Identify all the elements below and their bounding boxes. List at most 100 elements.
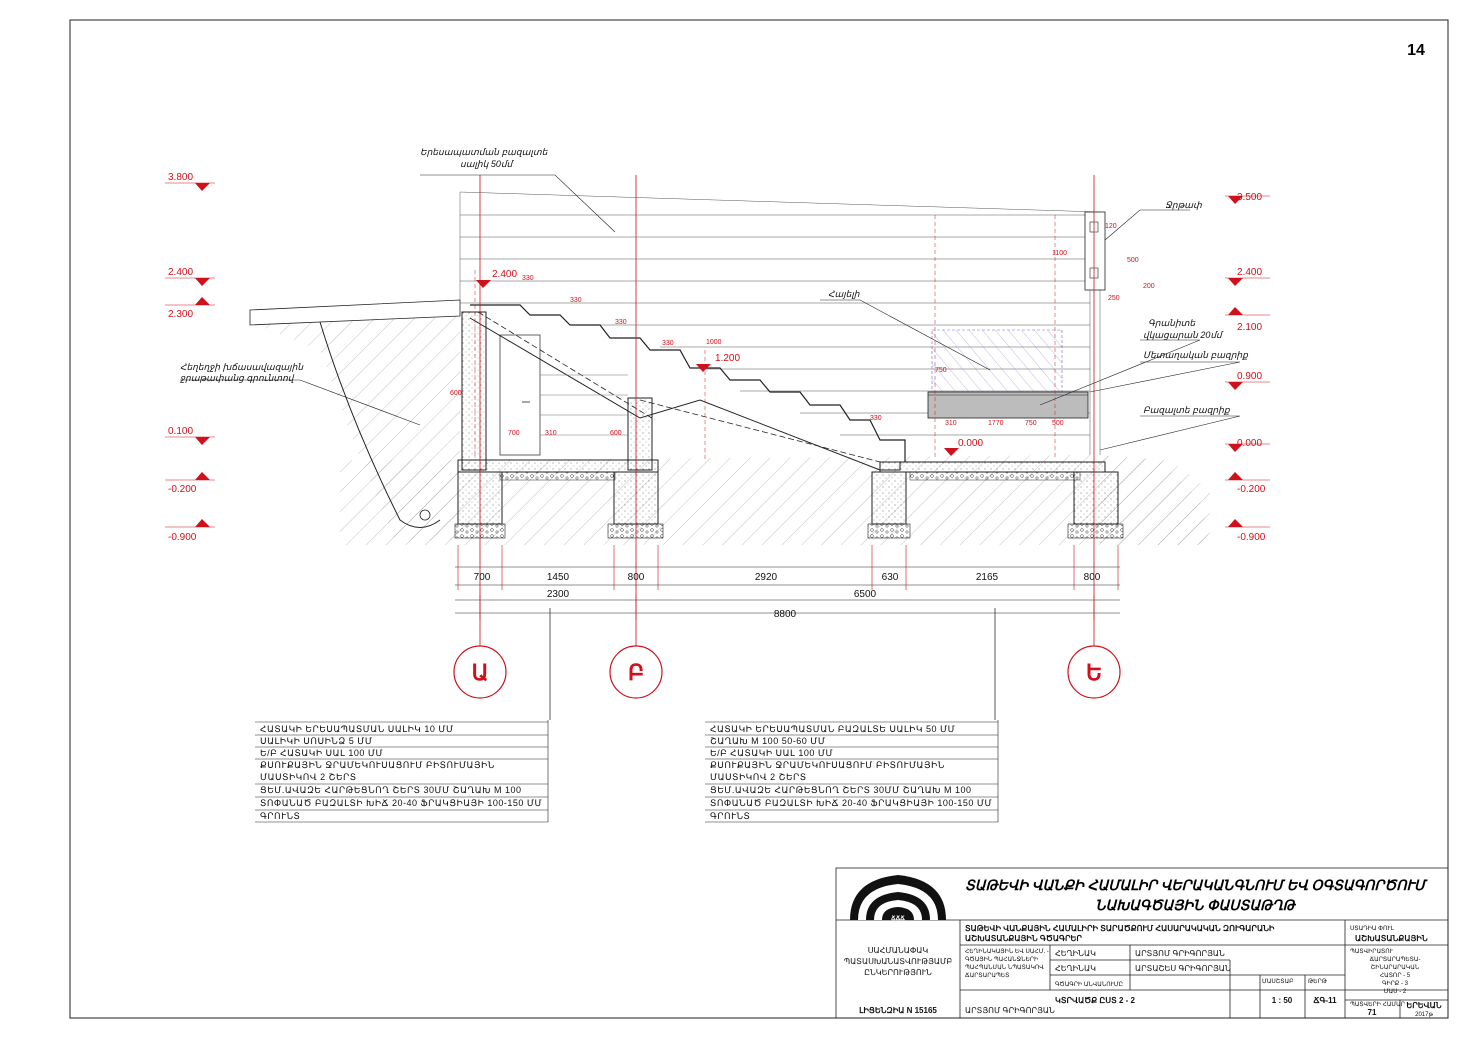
dim-small: 1000 [706, 339, 722, 346]
dim-small: 250 [1108, 295, 1120, 302]
callout-ramp-wall-2: սալիկ 50մմ [460, 159, 515, 169]
dim-small: 600 [610, 430, 622, 437]
callout-basalt-frame: Բազալտե բազրիք [1143, 405, 1230, 415]
dim-small: 330 [570, 297, 582, 304]
req-1: ՀԵՂԻՆԱԿԱՅԻՆ ԵՎ ՍԱՀՄ. - [965, 948, 1049, 955]
dim-small: 1770 [988, 420, 1004, 427]
level-inner-1200: 1.200 [715, 353, 740, 364]
callout-drain-2: ջրաթափանց գրունտով [180, 373, 295, 383]
level-left-3800: 3.800 [168, 172, 193, 183]
spec-left-row: ՄԱՍՏԻԿՈՎ 2 ՇԵՐՏ [260, 772, 357, 782]
spec-right-row: ՄԱՍՏԻԿՈՎ 2 ՇԵՐՏ [710, 772, 807, 782]
req-2: ԳԾԱՅԻՆ ՊԱՀԱՆՋՆԵՐԻ [965, 956, 1038, 963]
dim-small: 500 [1127, 257, 1139, 264]
floor-slab-right [879, 461, 1106, 473]
floor-slab-left [457, 459, 659, 473]
callout-granite-2: վկացարան 20մմ [1143, 330, 1224, 340]
footing-e [1067, 523, 1124, 539]
license-number: ԼԻՑԵՆԶԻԱ N 15165 [859, 1006, 937, 1015]
svg-text:Բ: Բ [628, 660, 644, 685]
signer-name: ԱՐՏՅՈՄ ԳՐԻԳՈՐՅԱՆ [965, 1006, 1055, 1015]
callout-metal-frame: Մետաղական բազրիք [1143, 350, 1248, 360]
dim-small: 310 [945, 420, 957, 427]
axis-bubble-b: Բ [609, 645, 663, 699]
req-3: ՊԱՀՊԱՆՄԱՆ ՆՊԱՏԱԿՈՎ [965, 964, 1044, 971]
granite-counter [927, 391, 1089, 419]
dim-small: 120 [1105, 223, 1117, 230]
org-name-1: ՍԱՀՄԱՆԱՓԱԿ [868, 946, 929, 955]
spec-right-row: Ե/Բ ՀԱՏԱԿԻ ՍԱԼ 100 ՄՄ [710, 748, 833, 758]
axis-bubble-e: Ե [1067, 645, 1121, 699]
dim-2300: 2300 [547, 589, 570, 600]
svg-text:Ե: Ե [1086, 660, 1102, 685]
dim-small: 750 [935, 367, 947, 374]
client-2: ՇԻՆԱՐԱՐԱԿԱՆ [1371, 964, 1420, 971]
dim-small: 700 [508, 430, 520, 437]
dim-630: 630 [882, 572, 899, 583]
dim-small: 330 [870, 415, 882, 422]
person-2: ԱՐՏԱՇԵՍ ԳՐԻԳՈՐՅԱՆ [1135, 964, 1231, 973]
order-number: 71 [1368, 1008, 1377, 1017]
spec-right-row: ԳՐՈՒՆՏ [710, 811, 750, 821]
dim-800-b: 800 [628, 572, 645, 583]
project-name-1: ՏԱԹԵՎԻ ՎԱՆՔԱՅԻՆ ՀԱՄԱԼԻՐԻ ՏԱՐԱԾՔՈՒՄ ՀԱՍԱՐ… [965, 924, 1275, 933]
spec-table-left [255, 720, 549, 823]
level-markers [195, 183, 1243, 527]
spec-left-row: ՔՍՈՒՔԱՅԻՆ ՋՐԱՄԵԿՈՒՍԱՑՈՒՄ ԲԻՏՈՒՄԱՅԻՆ [260, 760, 495, 770]
svg-text:ՃՃՃ: ՃՃՃ [891, 915, 905, 922]
callout-drain: Հեղեղջի խճասավազային [180, 362, 304, 372]
footing-b [607, 523, 664, 539]
drawing-label: ԳԾԱԳՐԻ ԱՆՎԱՆՈՒՄԸ [1055, 981, 1123, 988]
gravel-left [499, 471, 616, 481]
client-label: ՊԱՏՎԻՐԱՏՈՒ [1350, 948, 1394, 955]
wall-axis-b [627, 397, 653, 471]
level-inner-0000: 0.000 [958, 438, 983, 449]
drawing-name: ԿՏՐՎԱԾՔ ԸՍՏ 2 - 2 [1055, 996, 1136, 1005]
sheet-frame [69, 19, 1449, 1019]
foundation-c [871, 471, 907, 525]
axis-bubble-a: Ա [453, 645, 507, 699]
dim-small: 750 [1025, 420, 1037, 427]
stair-profile [470, 304, 906, 462]
foundation-e [1073, 471, 1119, 525]
sheet-label: ԹԵՐԹ [1308, 978, 1328, 985]
footing-c [867, 523, 911, 539]
scale-label: ՄԱՍՇՏԱԲ [1262, 978, 1294, 985]
sheet-code: ՃԳ-11 [1313, 996, 1337, 1005]
stair-soffit [469, 317, 901, 471]
drain-wall [319, 321, 441, 528]
client-1: ՃԱՐՏԱՐԱՊԵՏԱ- [1370, 956, 1421, 963]
level-right-m0900: -0.900 [1237, 532, 1266, 543]
title-heading-1: ՏԱԹԵՎԻ ՎԱՆՔԻ ՀԱՄԱԼԻՐ ՎԵՐԱԿԱՆԳՆՈՒՄ ԵՎ ՕԳՏ… [965, 877, 1428, 893]
dim-small: 600 [450, 390, 462, 397]
spec-right-row: ՇԱՂԱԽ M 100 50-60 ՄՄ [710, 736, 825, 746]
level-left-2300: 2.300 [168, 309, 193, 320]
spec-left-row: ՑԵՄ.ԱՎԱԶԵ ՀԱՐԹԵՑՆՈՂ ՇԵՐՏ 30ՄՄ ՇԱՂԱԽ M 10… [260, 785, 522, 795]
dim-6500: 6500 [854, 589, 877, 600]
callout-granite: Գրանիտե [1148, 318, 1196, 328]
door [499, 334, 541, 456]
part: ՄԱՍ - 2 [1384, 988, 1407, 995]
dim-8800: 8800 [774, 609, 797, 620]
org-name-2: ՊԱՏԱՍԽԱՆԱՏՎՈՒԹՅԱՄԲ [844, 957, 953, 966]
callout-ramp-wall: Երեսապատման բազալտե [420, 147, 549, 157]
dim-1450: 1450 [547, 572, 570, 583]
level-left-0100: 0.100 [168, 426, 193, 437]
level-inner-2400: 2.400 [492, 269, 517, 280]
wall-axis-a [461, 311, 487, 471]
callout-gutter: Ջրթափ [1165, 200, 1202, 210]
dim-2165: 2165 [976, 572, 999, 583]
req-4: ՃԱՐՏԱՐԱՊԵՏ [965, 972, 1009, 979]
spec-right-row: ՏՈՓԱՆԱԾ ԲԱԶԱԼՏԻ ԽԻՃ 20-40 ՖՐԱԿՑԻԱՅԻ 100-… [710, 798, 992, 808]
project-name-2: ԱՇԽԱՏԱՆՔԱՅԻՆ ԳԾԱԳՐԵՐ [965, 934, 1082, 943]
spec-right-row: ՑԵՄ.ԱՎԱԶԵ ՀԱՐԹԵՑՆՈՂ ՇԵՐՏ 30ՄՄ ՇԱՂԱԽ M 10… [710, 785, 972, 795]
dim-small: 500 [1052, 420, 1064, 427]
level-right-2100: 2.100 [1237, 322, 1262, 333]
stair-rebar-left [477, 311, 656, 421]
spec-left-row: ԳՐՈՒՆՏ [260, 811, 300, 821]
stage-value: ԱՇԽԱՏԱՆՔԱՅԻՆ [1355, 934, 1428, 943]
level-right-0000: 0.000 [1237, 438, 1262, 449]
year: 2017թ [1415, 1012, 1433, 1018]
glass-panel [931, 329, 1063, 393]
level-left-m0900: -0.900 [168, 532, 197, 543]
